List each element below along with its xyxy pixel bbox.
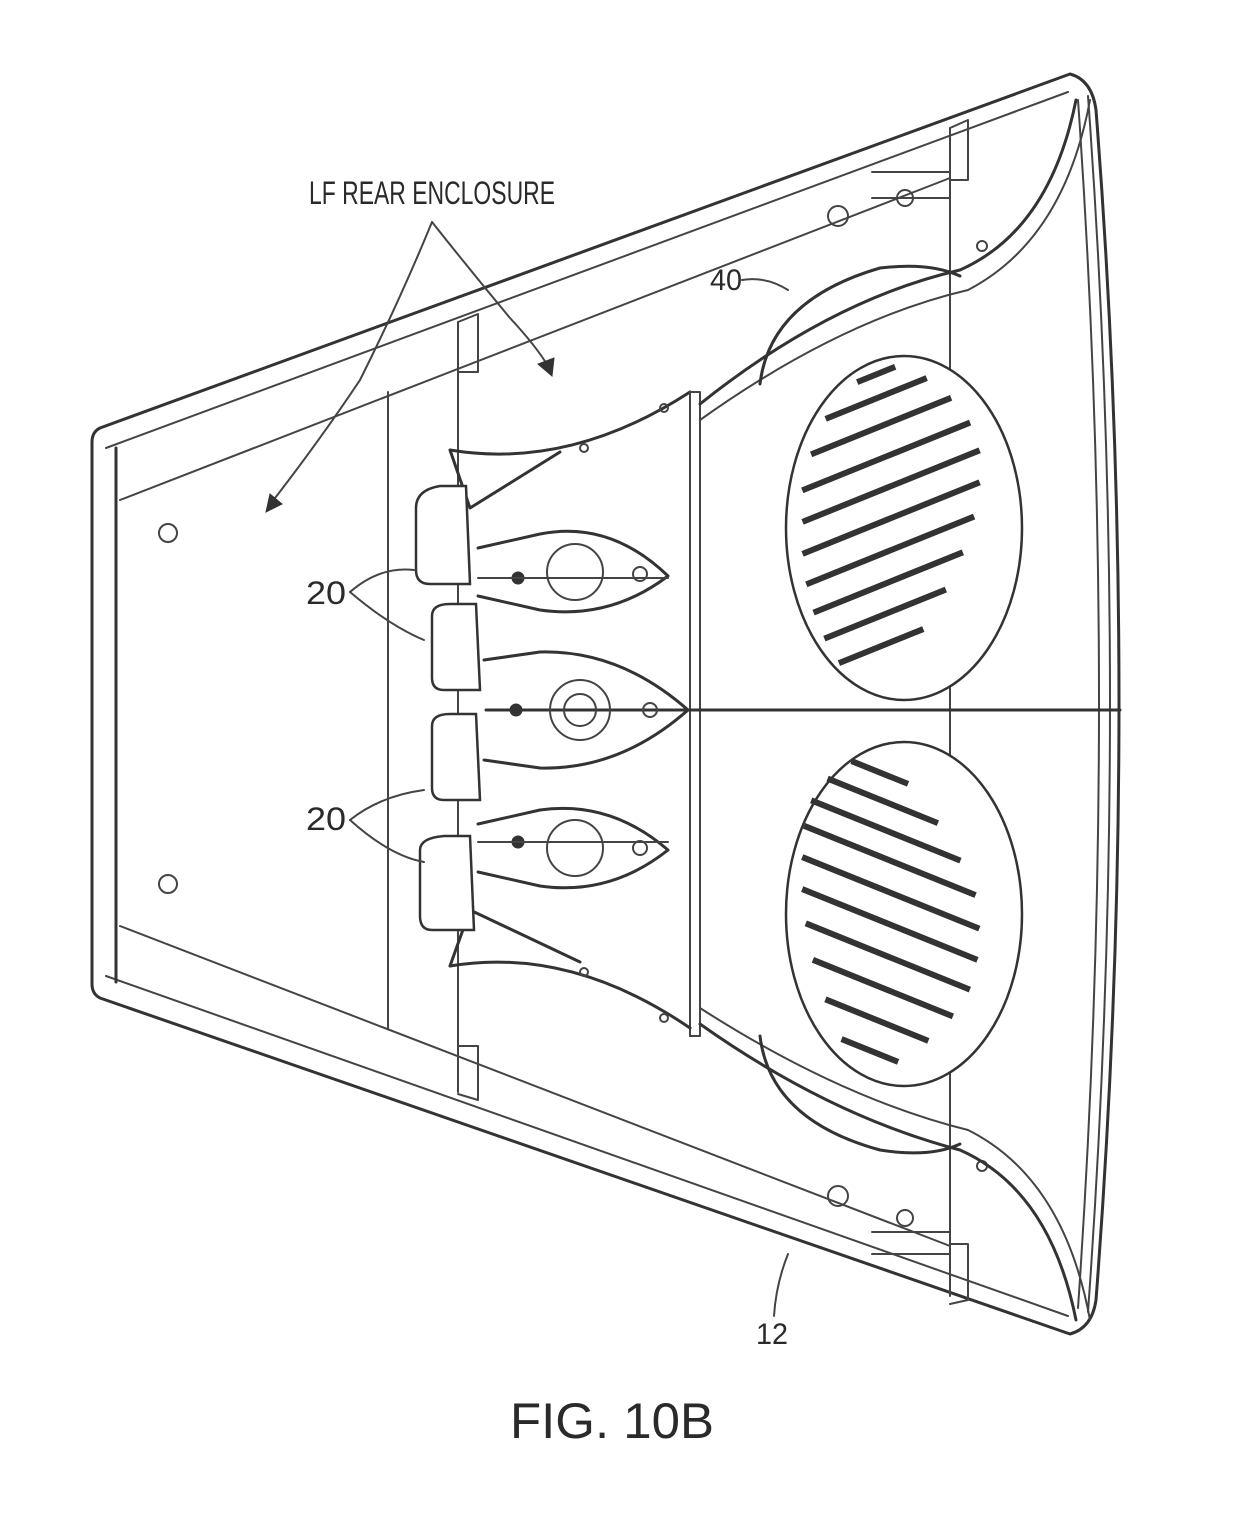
lower-woofer	[784, 740, 1024, 1088]
compression-drivers	[414, 484, 690, 932]
figure-caption: FIG. 10B	[510, 1393, 714, 1449]
label-ref-12: 12	[756, 1318, 788, 1351]
label-drivers-lower: 20	[306, 801, 346, 837]
enclosure-shell	[90, 72, 1121, 1336]
label-enclosure: LF REAR ENCLOSURE	[309, 175, 555, 211]
upper-woofer	[784, 354, 1024, 702]
label-ref-40: 40	[710, 264, 742, 297]
side-reflectors	[698, 98, 1091, 1322]
horn-flare	[448, 390, 701, 1037]
figure-labels: LF REAR ENCLOSURE 20 20 40 12 FIG. 10B	[306, 175, 788, 1449]
label-drivers-upper: 20	[306, 575, 346, 611]
leader-lines	[265, 221, 789, 1317]
inner-walls	[114, 119, 969, 1305]
